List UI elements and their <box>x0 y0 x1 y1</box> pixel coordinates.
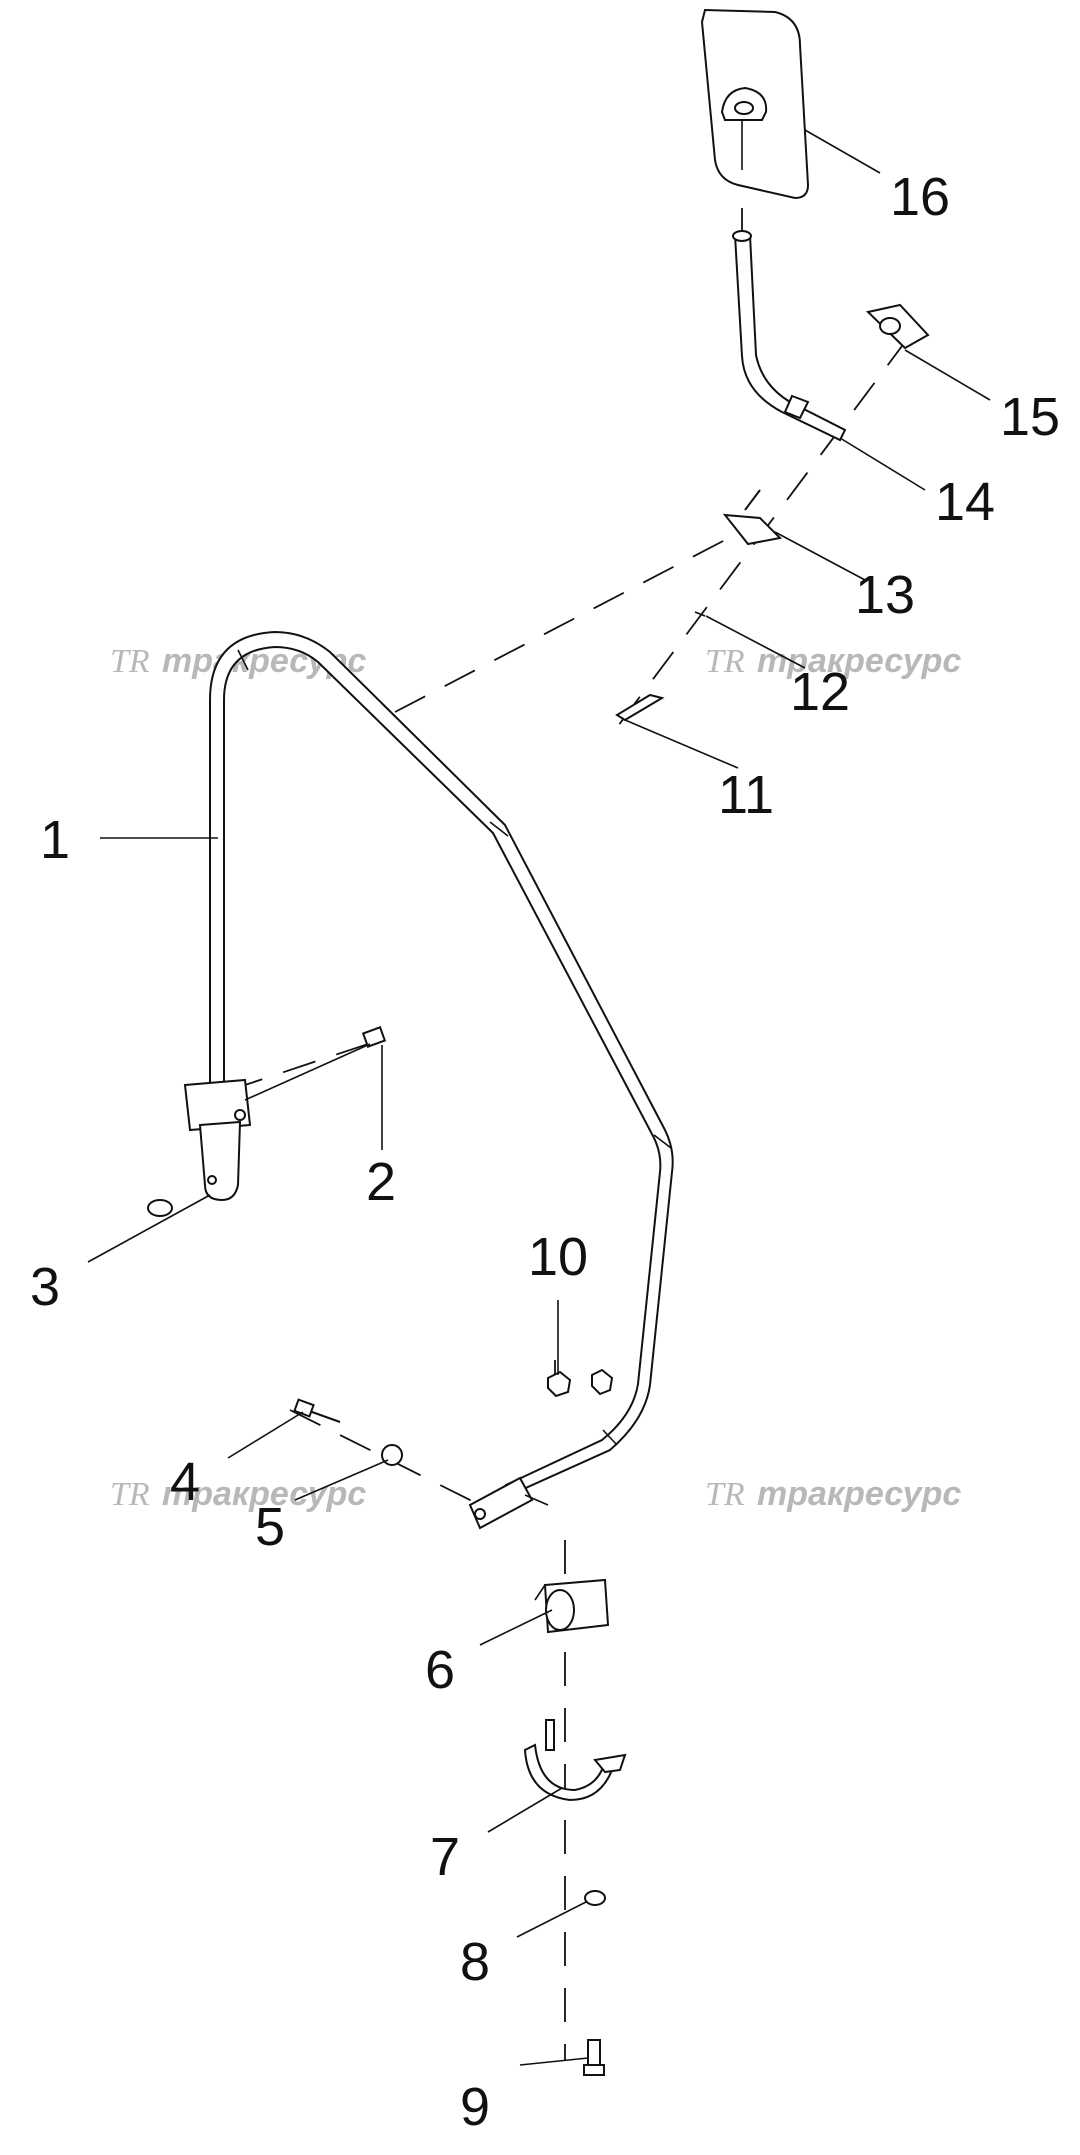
assembly-axes <box>229 208 909 2060</box>
part-bolt-9 <box>583 2039 605 2076</box>
part-clamp-15 <box>865 303 930 350</box>
part-washer-3 <box>147 1199 173 1217</box>
callout-1: 1 <box>40 810 70 870</box>
callout-3: 3 <box>30 1257 60 1317</box>
callout-14: 14 <box>935 472 995 532</box>
callout-2: 2 <box>366 1152 396 1212</box>
callout-15: 15 <box>1000 387 1060 447</box>
part-bracket-13 <box>722 489 783 546</box>
part-clamp-7 <box>523 1719 627 1802</box>
callout-6: 6 <box>425 1640 455 1700</box>
callout-13: 13 <box>855 565 915 625</box>
watermark-text: тракресурс <box>757 642 961 680</box>
part-bolt-4 <box>293 1398 341 1423</box>
part-washer-12 <box>694 611 706 617</box>
part-washer-8 <box>584 1890 606 1906</box>
watermark-text: тракресурс <box>162 1475 366 1513</box>
watermark-logo: TR <box>705 1476 745 1513</box>
callout-8: 8 <box>460 1932 490 1992</box>
callout-5: 5 <box>255 1497 285 1557</box>
watermark-bottom-right: TR тракресурс <box>705 1475 961 1513</box>
left-bracket <box>183 1078 252 1202</box>
callout-labels: 1 2 3 4 5 6 7 8 9 10 11 12 13 14 15 16 <box>30 167 1060 2137</box>
callout-16: 16 <box>890 167 950 227</box>
watermark-text: тракресурс <box>757 1475 961 1513</box>
bottom-end-bracket <box>468 1476 549 1530</box>
handrail-tube <box>209 630 674 1497</box>
watermark-logo: TR <box>705 643 745 680</box>
watermark-bottom-left: TR тракресурс <box>110 1475 366 1513</box>
callout-10: 10 <box>528 1227 588 1287</box>
part-bolt-11 <box>615 693 665 722</box>
callout-11: 11 <box>718 765 774 825</box>
part-bushing-6 <box>534 1578 610 1634</box>
part-mirror-16 <box>700 8 810 200</box>
leader-lines <box>87 129 991 2066</box>
callout-12: 12 <box>790 662 850 722</box>
watermark-logo: TR <box>110 1476 150 1513</box>
part-nut-10 <box>547 1368 614 1398</box>
part-mirror-arm-14 <box>732 230 847 442</box>
callout-4: 4 <box>170 1452 200 1512</box>
part-bolt-2 <box>244 1026 387 1101</box>
callout-7: 7 <box>430 1827 460 1887</box>
callout-9: 9 <box>460 2077 490 2137</box>
watermark-logo: TR <box>110 643 150 680</box>
